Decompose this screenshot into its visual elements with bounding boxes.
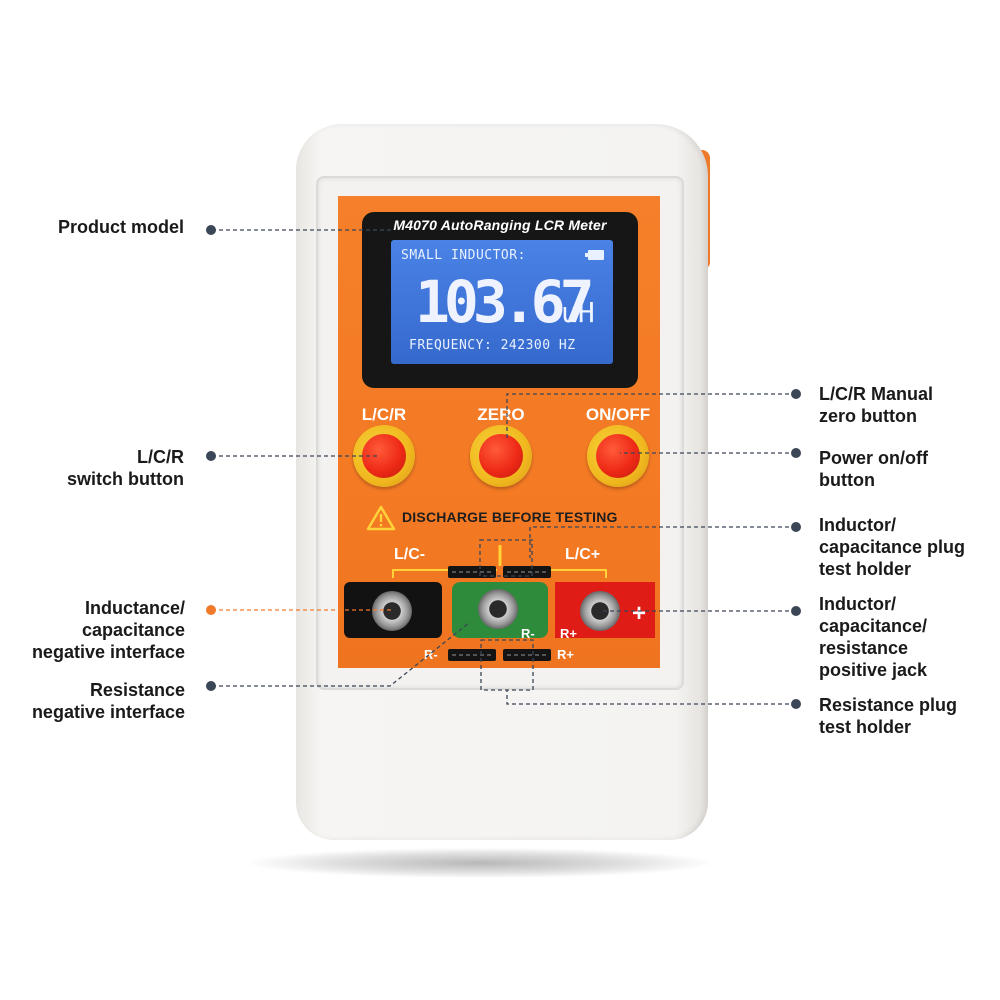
callout-inductance-negative: Inductance/ capacitance negative interfa… [4,597,185,663]
callout-inductance-negative-line3: negative interface [31,642,185,662]
callout-plug-holder-line1: Inductor/ [819,515,896,535]
lc-minus-label: L/C- [394,546,426,563]
lc-plug-holder-right-slot[interactable] [503,566,551,578]
callout-product-model-line1: Product model [57,217,184,237]
lc-negative-jack[interactable] [372,591,412,631]
display-reading-unit: uH [561,296,595,329]
callout-manual-zero: L/C/R Manual zero button [819,383,997,427]
callout-plug-holder-line3: test holder [819,559,912,579]
callout-resistance-negative-line1: Resistance [89,680,185,700]
zero-button-label: ZERO [477,405,525,424]
display-reading-value: 103.67 [415,268,594,336]
warning-triangle-icon [366,505,396,531]
callout-lcr-switch: L/C/R switch button [14,446,184,490]
callout-positive-jack-line1: Inductor/ [819,594,896,614]
lc-plug-holder-left-slot[interactable] [448,566,496,578]
device-shadow [250,848,710,878]
callout-lcr-switch-line2: switch button [67,469,184,489]
callout-manual-zero-line1: L/C/R Manual [819,384,934,404]
callout-positive-jack-line3: resistance [819,638,909,658]
callout-inductance-negative-line2: capacitance [81,620,185,640]
callout-power-button: Power on/off button [819,447,997,491]
lc-plus-label: L/C+ [565,546,601,563]
r-negative-jack[interactable] [478,589,518,629]
callout-resistance-plug-line1: Resistance plug [819,695,958,715]
callout-product-model: Product model [14,216,184,238]
onoff-button-label: ON/OFF [585,405,651,424]
r-minus-slot-label: R- [424,647,438,662]
callout-manual-zero-line2: zero button [819,406,917,426]
display-mode-text: SMALL INDUCTOR: [401,248,526,263]
callout-power-line2: button [819,470,875,490]
callout-plug-holder-line2: capacitance plug [819,537,966,557]
r-plug-holder-left-slot[interactable] [448,649,496,661]
plus-symbol: + [632,600,647,627]
callout-positive-jack-line4: positive jack [819,660,928,680]
r-plus-slot-label: R+ [557,647,574,662]
discharge-warning-text: DISCHARGE BEFORE TESTING [402,509,618,525]
callout-power-line1: Power on/off [819,448,928,468]
callout-resistance-plug-line2: test holder [819,717,912,737]
display-frequency-text: FREQUENCY: 242300 HZ [409,338,576,353]
battery-icon [585,250,604,260]
callout-resistance-plug: Resistance plug test holder [819,694,997,738]
r-plug-holder-right-slot[interactable] [503,649,551,661]
product-model-label: M4070 AutoRanging LCR Meter [393,217,607,233]
callout-positive-jack: Inductor/ capacitance/ resistance positi… [819,593,997,681]
power-button[interactable] [587,425,649,487]
callout-plug-holder: Inductor/ capacitance plug test holder [819,514,997,580]
lcd-display: SMALL INDUCTOR: 103.67 uH FREQUENCY: 242… [391,240,613,364]
callout-resistance-negative-line2: negative interface [31,702,185,722]
callout-resistance-negative: Resistance negative interface [4,679,185,723]
lcr-switch-button[interactable] [353,425,415,487]
callout-positive-jack-line2: capacitance/ [819,616,928,636]
r-plus-inner-label: R+ [560,626,577,641]
lcr-button-label: L/C/R [361,405,407,424]
positive-jack[interactable] [580,591,620,631]
r-minus-inner-label: R- [521,626,535,641]
zero-button[interactable] [470,425,532,487]
callout-lcr-switch-line1: L/C/R [137,447,184,467]
callout-inductance-negative-line1: Inductance/ [84,598,185,618]
